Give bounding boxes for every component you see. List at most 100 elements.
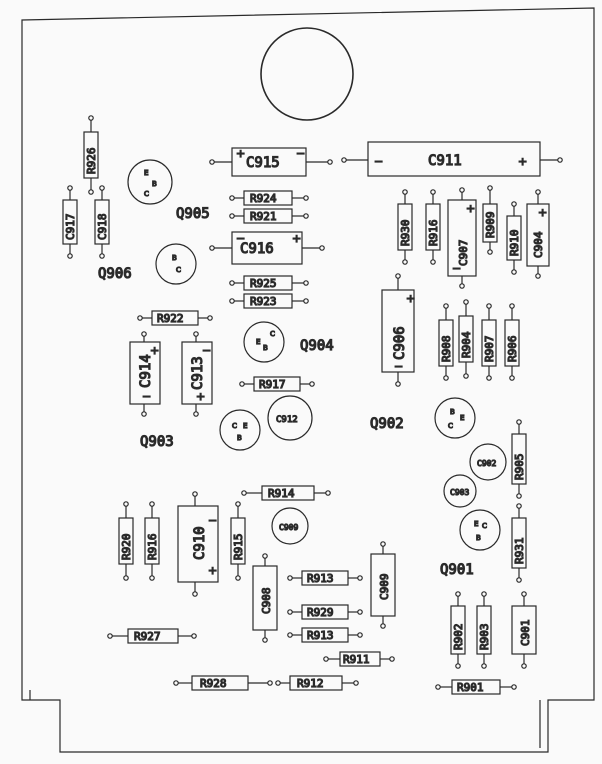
resistor-r910: R910 — [506, 201, 522, 275]
label-q905: Q905 — [176, 206, 210, 222]
label-r908: R908 — [440, 336, 453, 363]
capacitor-c918: C918 — [94, 185, 110, 259]
mounting-hole — [260, 27, 354, 121]
board-notch-inner — [29, 690, 541, 748]
label-c902: C902 — [477, 459, 496, 468]
pin-b: B — [450, 408, 455, 416]
resistor-r908: R908 — [438, 303, 454, 381]
capacitor-c909: C909 — [271, 507, 309, 545]
label-q904: Q904 — [300, 338, 334, 354]
pin-e: E — [460, 414, 464, 422]
label-r921: R921 — [250, 210, 277, 223]
label-r906: R906 — [506, 336, 519, 363]
plus-mark: + — [208, 564, 217, 577]
minus-mark: − — [374, 155, 383, 168]
label-r929: R929 — [307, 606, 334, 619]
label-c915: C915 — [246, 155, 280, 171]
capacitor-c905: C909 — [370, 541, 396, 629]
pin-c: C — [448, 422, 453, 430]
label-r911: R911 — [343, 653, 370, 666]
capacitor-c903: C903 — [443, 474, 477, 508]
pin-e: E — [474, 520, 478, 528]
minus-mark: − — [202, 344, 211, 357]
resistor-r902: R902 — [450, 591, 466, 669]
label-c901: C901 — [519, 620, 532, 647]
label-c907: C907 — [457, 240, 470, 267]
resistor-r926: R926 — [83, 115, 99, 195]
board-outline — [21, 7, 595, 753]
resistor-r914: R914 — [241, 485, 331, 501]
transistor-q904: E B C Q904 — [243, 321, 334, 363]
capacitor-c906: C906 + − — [381, 273, 416, 387]
label-c903: C903 — [450, 488, 469, 497]
resistor-r924: R924 — [229, 190, 309, 206]
label-r916: R916 — [146, 534, 159, 561]
minus-mark: − — [208, 514, 217, 527]
label-r909: R909 — [484, 212, 497, 239]
label-c916: C916 — [240, 241, 274, 257]
label-r927: R927 — [134, 630, 161, 643]
label-c905: C909 — [378, 574, 391, 601]
resistor-r930: R930 — [397, 189, 413, 265]
label-r924: R924 — [250, 192, 277, 205]
resistor-r901: R901 — [435, 679, 517, 695]
resistor-r919: R913 — [287, 627, 363, 643]
label-c909: C909 — [279, 523, 298, 532]
label-r920: R920 — [120, 534, 133, 561]
minus-mark: − — [142, 390, 151, 403]
plus-mark: + — [538, 206, 547, 219]
resistor-r911: R911 — [323, 651, 395, 667]
label-q903: Q903 — [140, 434, 174, 450]
capacitor-c902: C902 — [469, 443, 507, 481]
capacitor-c911: C911 − + — [341, 141, 563, 177]
label-c904: C904 — [532, 231, 545, 258]
pin-b: B — [152, 180, 157, 188]
label-c906: C906 — [392, 326, 408, 360]
label-r928: R928 — [200, 677, 227, 690]
capacitor-c916: C916 − + — [209, 231, 325, 265]
resistor-r915: R915 — [230, 501, 246, 581]
capacitor-c907: C907 + − — [447, 187, 477, 289]
resistor-r928: R928 — [173, 675, 273, 691]
label-r925: R925 — [250, 277, 277, 290]
transistor-q906: B C Q906 — [97, 243, 197, 285]
capacitor-c913: C913 − + — [181, 331, 213, 417]
pin-e: E — [243, 422, 247, 430]
resistor-r923: R923 — [229, 293, 309, 309]
minus-mark: − — [452, 262, 461, 275]
capacitor-c914: C914 + − — [129, 331, 161, 417]
pin-e: E — [144, 169, 148, 177]
resistor-r925: R925 — [229, 275, 309, 291]
pin-e: E — [256, 338, 260, 346]
label-r930: R930 — [399, 220, 412, 247]
resistor-r920: R920 — [118, 501, 134, 581]
capacitor-c910: C910 − + — [177, 491, 219, 597]
label-r914: R914 — [268, 487, 295, 500]
capacitor-c912: C912 — [267, 395, 313, 441]
resistor-r931: R931 — [511, 503, 527, 583]
resistor-r907: R907 — [481, 303, 497, 381]
label-c913: C913 — [190, 356, 206, 390]
resistor-r904: R904 — [458, 299, 474, 379]
capacitor-c904: C904 + — [526, 189, 550, 279]
resistor-r917: R917 — [239, 376, 315, 392]
resistor-r903: R903 — [476, 591, 492, 669]
label-r917: R917 — [259, 378, 286, 391]
label-r922: R922 — [157, 312, 184, 325]
capacitor-c915: C915 + − — [209, 146, 333, 177]
label-c911: C911 — [428, 153, 462, 169]
resistor-r927: R927 — [107, 628, 197, 644]
minus-mark: − — [236, 232, 245, 245]
resistor-r921: R921 — [229, 208, 309, 224]
plus-mark: + — [518, 155, 527, 168]
label-r931: R931 — [513, 538, 526, 565]
label-r923: R923 — [250, 295, 277, 308]
label-r901: R901 — [457, 681, 484, 694]
plus-mark: + — [466, 202, 475, 215]
pin-c: C — [270, 330, 275, 338]
pin-c: C — [144, 190, 149, 198]
pin-c: C — [176, 266, 181, 274]
plus-mark: + — [150, 344, 159, 357]
transistor-q905: E B C Q905 — [127, 159, 210, 223]
